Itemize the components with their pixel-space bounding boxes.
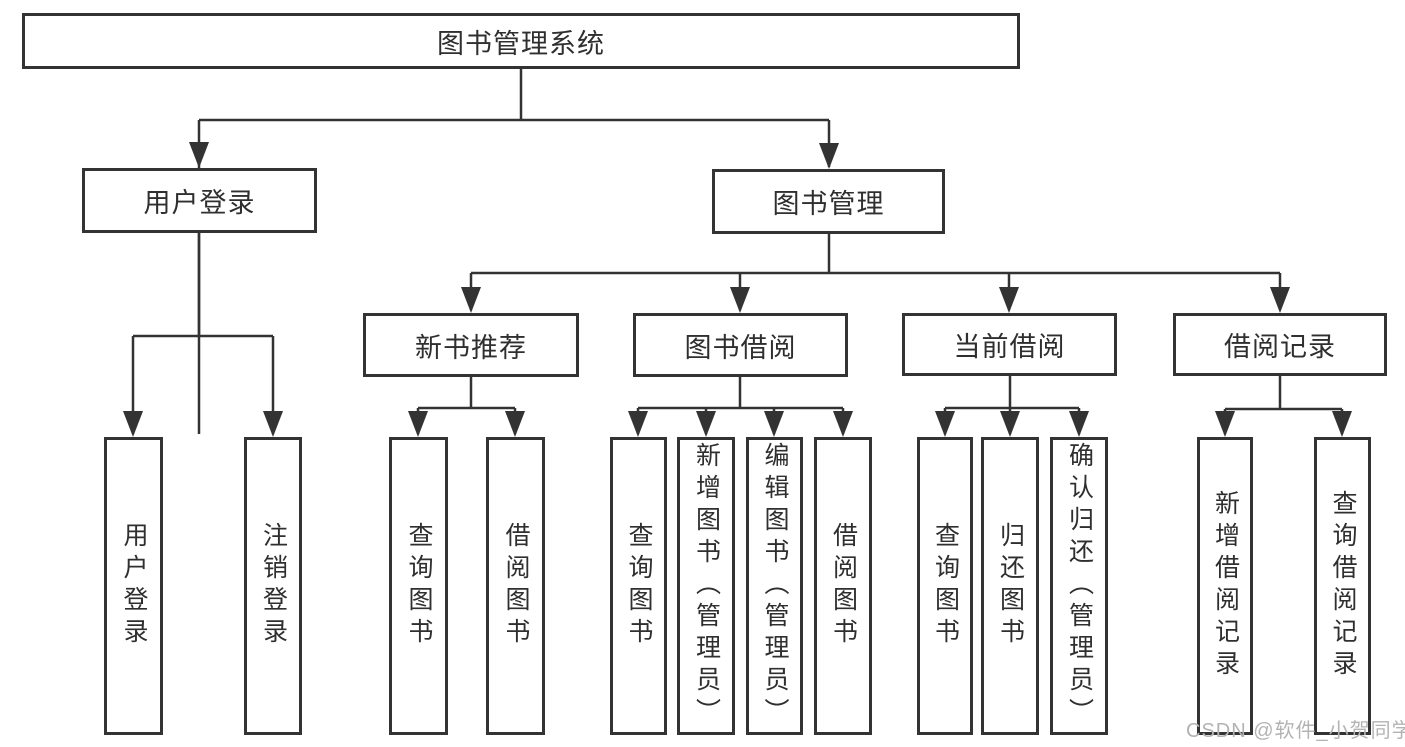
leaf-label: 归还图书 [996, 522, 1025, 650]
leaf-label: 编辑图书（管理员） [761, 442, 789, 730]
node-label: 图书管理 [772, 189, 885, 219]
arrow-icon [696, 411, 716, 437]
leaf-br-query-record: 查询借阅记录 [1314, 437, 1371, 735]
leaf-br-add-record: 新增借阅记录 [1197, 437, 1253, 735]
node-label: 图书管理系统 [437, 28, 605, 59]
connector-new-book-branch [416, 377, 517, 434]
node-user-login: 用户登录 [82, 168, 317, 233]
node-label: 借阅记录 [1224, 332, 1336, 362]
leaf-cb-return-books: 归还图书 [981, 437, 1039, 735]
node-book-borrowing: 图书借阅 [633, 313, 848, 377]
leaf-label: 新增图书（管理员） [692, 442, 721, 730]
leaf-label: 查询借阅记录 [1329, 490, 1357, 682]
leaf-user-login: 用户登录 [104, 437, 163, 735]
arrow-icon [999, 287, 1019, 313]
leaf-label: 查询图书 [931, 522, 960, 650]
leaf-logout: 注销登录 [244, 437, 302, 735]
arrow-icon [123, 411, 143, 437]
node-label: 新书推荐 [415, 332, 527, 363]
node-label: 当前借阅 [953, 332, 1066, 362]
leaf-cb-query-books: 查询图书 [917, 437, 973, 735]
arrow-icon [461, 287, 481, 313]
arrow-icon [189, 142, 209, 168]
node-new-book-recommend: 新书推荐 [363, 313, 579, 377]
node-library-system: 图书管理系统 [22, 13, 1020, 69]
leaf-label: 确认归还（管理员） [1065, 442, 1094, 730]
node-current-borrowing: 当前借阅 [902, 313, 1117, 376]
arrowheads [123, 142, 1352, 437]
leaf-nb-borrow-books: 借阅图书 [486, 437, 545, 735]
leaf-bb-borrow-books: 借阅图书 [814, 437, 872, 735]
leaf-label: 注销登录 [259, 522, 288, 650]
arrow-icon [1000, 411, 1020, 437]
leaf-nb-query-books: 查询图书 [389, 437, 448, 735]
watermark: CSDN @软件_小贺同学 [1186, 720, 1405, 742]
leaf-label: 查询图书 [625, 522, 653, 650]
node-label: 用户登录 [143, 188, 256, 218]
connector-book-borrowing-branch [636, 377, 845, 434]
connector-current-borrowing-branch [943, 376, 1081, 434]
arrow-icon [408, 411, 428, 437]
node-label: 图书借阅 [684, 332, 797, 363]
arrow-icon [833, 411, 853, 437]
leaf-cb-confirm-return-admin: 确认归还（管理员） [1050, 437, 1108, 735]
arrow-icon [1270, 287, 1290, 313]
arrow-icon [263, 411, 283, 437]
arrow-icon [1215, 411, 1235, 437]
node-book-management: 图书管理 [712, 169, 945, 234]
arrow-icon [764, 411, 784, 437]
leaf-label: 新增借阅记录 [1211, 490, 1240, 682]
arrow-icon [935, 411, 955, 437]
node-borrowing-records: 借阅记录 [1173, 313, 1387, 376]
leaf-label: 借阅图书 [502, 522, 530, 650]
leaf-bb-query-books: 查询图书 [610, 437, 667, 735]
connector-root-to-level2 [197, 69, 831, 434]
leaf-bb-add-books-admin: 新增图书（管理员） [677, 437, 735, 735]
arrow-icon [505, 411, 525, 437]
connector-book-management-branch [469, 234, 1282, 310]
arrow-icon [819, 143, 839, 169]
leaf-label: 查询图书 [405, 522, 433, 650]
leaf-bb-edit-books-admin: 编辑图书（管理员） [746, 437, 803, 735]
leaf-label: 用户登录 [120, 522, 148, 650]
leaf-label: 借阅图书 [829, 522, 858, 650]
connector-user-login-branch [131, 233, 275, 434]
arrow-icon [1332, 411, 1352, 437]
arrow-icon [628, 411, 648, 437]
arrow-icon [1069, 411, 1089, 437]
arrow-icon [730, 287, 750, 313]
connector-borrowing-records-branch [1223, 376, 1344, 434]
